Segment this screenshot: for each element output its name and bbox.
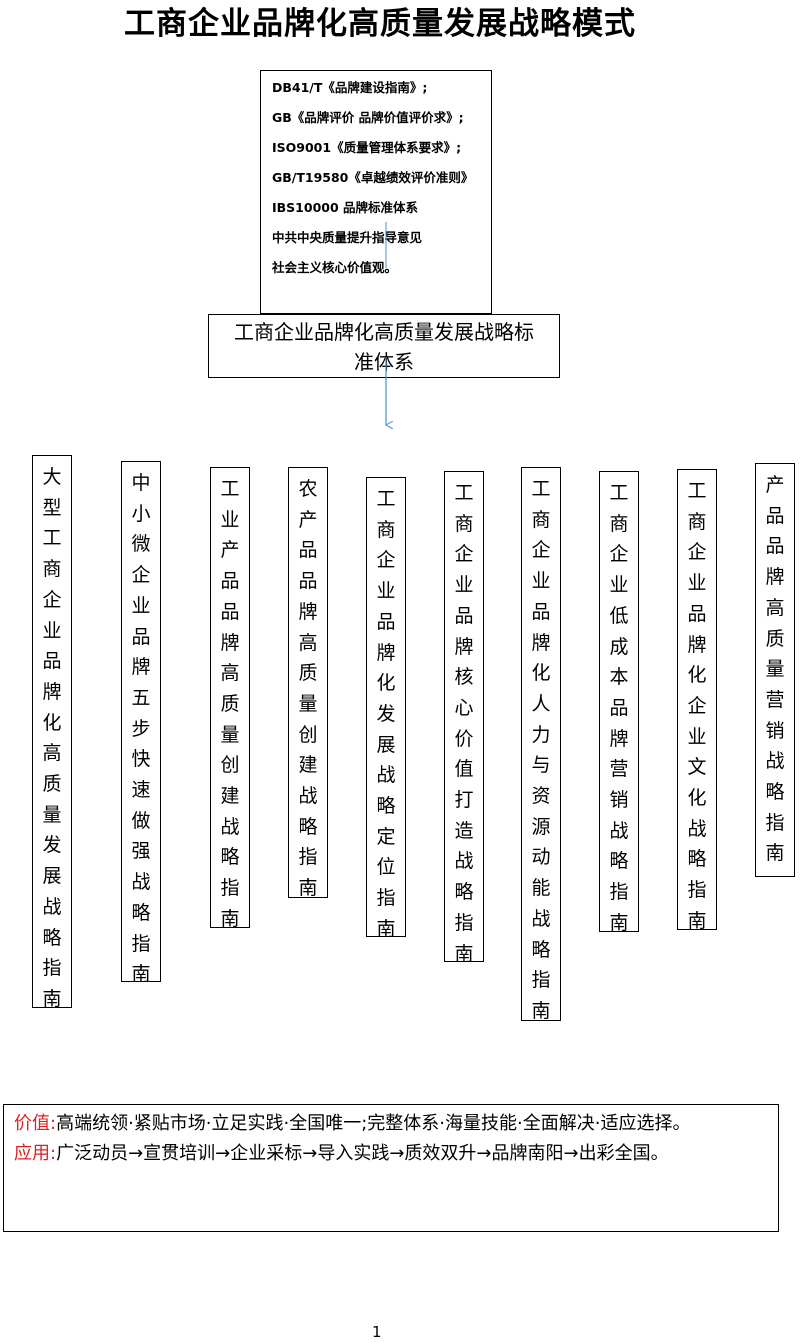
guide-label: 中小微企业品牌五步快速做强战略指南 [131, 472, 151, 986]
guide-label: 工商企业品牌化发展战略定位指南 [376, 488, 396, 940]
guide-label: 大型工商企业品牌化高质量发展战略指南 [42, 466, 62, 1010]
guide-box-industrial: 工业产品品牌高质量创建战略指南 [210, 467, 250, 930]
application-text: 广泛动员→宣贯培训→企业采标→导入实践→质效双升→品牌南阳→出彩全国。 [56, 1143, 669, 1164]
value-text: 高端统领·紧贴市场·立足实践·全国唯一;完整体系·海量技能·全面解决·适应选择。 [56, 1113, 691, 1134]
guide-box-low-cost-marketing: 工商企业低成本品牌营销战略指南 [599, 471, 639, 934]
value-label: 价值: [14, 1113, 57, 1134]
guide-box-culture: 工商企业品牌化企业文化战略指南 [677, 469, 717, 932]
guide-box-human-resources: 工商企业品牌化人力与资源动能战略指南 [521, 467, 561, 1022]
application-label: 应用: [14, 1143, 57, 1164]
value-row: 价值: 高端统领·紧贴市场·立足实践·全国唯一;完整体系·海量技能·全面解决·适… [14, 1109, 768, 1139]
standard-item: IBS10000 品牌标准体系 [272, 200, 419, 215]
page-title: 工商企业品牌化高质量发展战略模式 [124, 6, 636, 42]
guide-label: 工商企业低成本品牌营销战略指南 [609, 482, 629, 934]
guide-box-core-value: 工商企业品牌核心价值打造战略指南 [444, 471, 484, 965]
guide-label: 工商企业品牌化人力与资源动能战略指南 [531, 478, 551, 1022]
standard-item: 中共中央质量提升指导意见 [272, 230, 423, 245]
guide-box-positioning: 工商企业品牌化发展战略定位指南 [366, 477, 406, 940]
guide-box-agricultural: 农产品品牌高质量创建战略指南 [288, 467, 328, 900]
page-number: 1 [372, 1323, 382, 1341]
standard-item: GB《品牌评价 品牌价值评价求》; [272, 110, 464, 125]
guide-box-large-enterprise: 大型工商企业品牌化高质量发展战略指南 [32, 455, 72, 1010]
guide-label: 产品品牌高质量营销战略指南 [765, 474, 785, 865]
standard-item: 社会主义核心价值观。 [272, 260, 398, 275]
standard-item: DB41/T《品牌建设指南》; [272, 80, 428, 95]
guide-label: 工商企业品牌核心价值打造战略指南 [454, 482, 474, 965]
guide-label: 农产品品牌高质量创建战略指南 [298, 478, 318, 900]
standard-system-box: 工商企业品牌化高质量发展战略标准体系 [208, 314, 560, 378]
value-application-box: 价值: 高端统领·紧贴市场·立足实践·全国唯一;完整体系·海量技能·全面解决·适… [3, 1104, 779, 1232]
guide-box-sme: 中小微企业品牌五步快速做强战略指南 [121, 461, 161, 986]
standard-item: ISO9001《质量管理体系要求》; [272, 140, 462, 155]
standard-item: GB/T19580《卓越绩效评价准则》 [272, 170, 474, 185]
standards-box: DB41/T《品牌建设指南》; GB《品牌评价 品牌价值评价求》; ISO900… [260, 70, 492, 314]
guide-box-product-marketing: 产品品牌高质量营销战略指南 [755, 463, 795, 877]
application-row: 应用: 广泛动员→宣贯培训→企业采标→导入实践→质效双升→品牌南阳→出彩全国。 [14, 1139, 768, 1169]
guide-label: 工业产品品牌高质量创建战略指南 [220, 478, 240, 930]
guide-label: 工商企业品牌化企业文化战略指南 [687, 480, 707, 932]
